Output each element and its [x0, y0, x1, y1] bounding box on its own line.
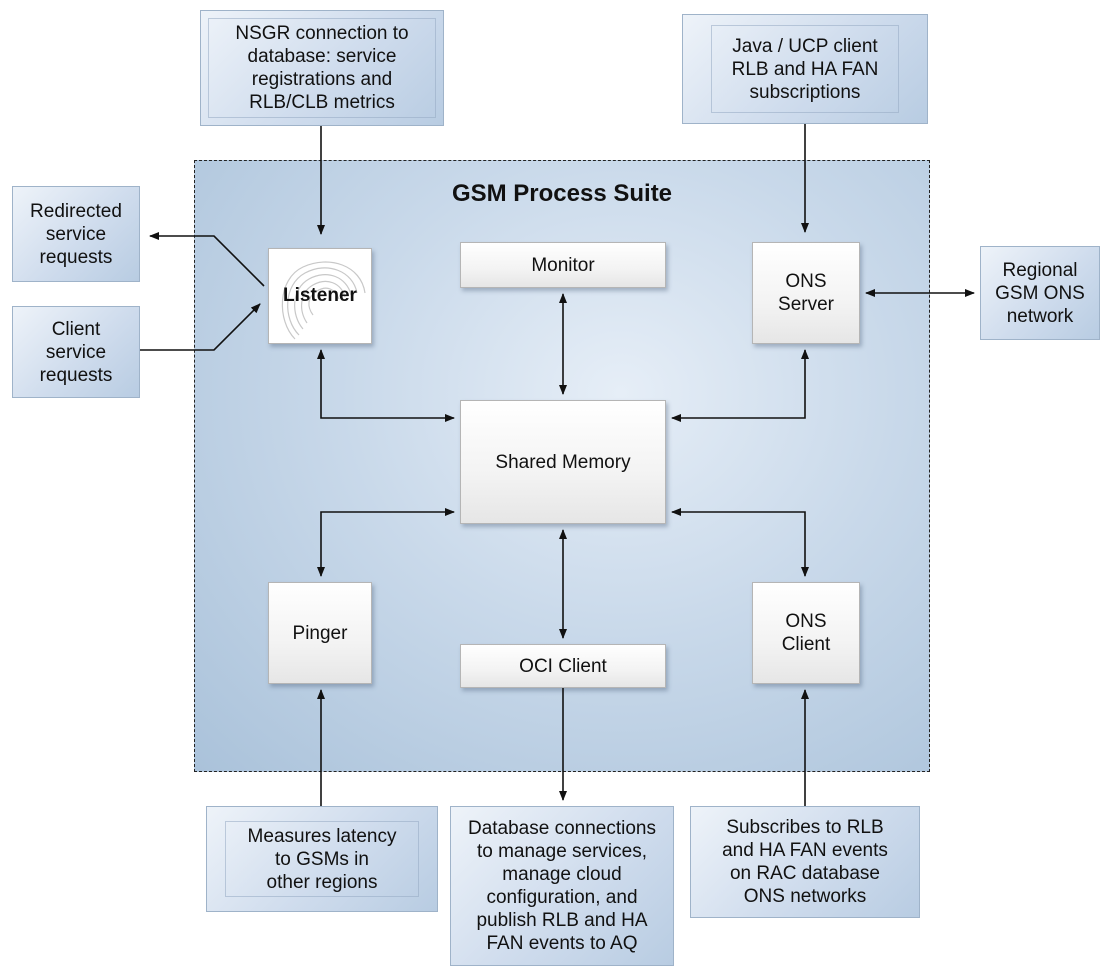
pinger-box: Pinger [268, 582, 372, 684]
listener-label: Listener [283, 285, 357, 306]
measures-latency-box: Measures latency to GSMs in other region… [206, 806, 438, 912]
subscribes-text: Subscribes to RLB and HA FAN events on R… [722, 817, 888, 907]
ons-server-label: ONS Server [778, 271, 834, 315]
database-connections-box: Database connections to manage services,… [450, 806, 674, 966]
java-ucp-client-box: Java / UCP client RLB and HA FAN subscri… [682, 14, 928, 124]
subscribes-box: Subscribes to RLB and HA FAN events on R… [690, 806, 920, 918]
measures-latency-text: Measures latency to GSMs in other region… [247, 825, 397, 893]
pinger-label: Pinger [292, 622, 348, 644]
oci-client-label: OCI Client [519, 655, 607, 677]
oci-client-box: OCI Client [460, 644, 666, 688]
suite-title: GSM Process Suite [451, 180, 673, 207]
shared-memory-box: Shared Memory [460, 400, 666, 524]
client-requests-text: Client service requests [39, 318, 113, 386]
java-ucp-client-text: Java / UCP client RLB and HA FAN subscri… [731, 35, 879, 103]
regional-ons-box: Regional GSM ONS network [980, 246, 1100, 340]
monitor-label: Monitor [531, 254, 595, 276]
shared-memory-label: Shared Memory [495, 451, 631, 473]
listener-box: Listener [268, 248, 372, 344]
database-connections-text: Database connections to manage services,… [467, 818, 656, 954]
redirected-requests-box: Redirected service requests [12, 186, 140, 282]
ons-client-box: ONS Client [752, 582, 860, 684]
regional-ons-text: Regional GSM ONS network [995, 259, 1085, 327]
monitor-box: Monitor [460, 242, 666, 288]
client-requests-box: Client service requests [12, 306, 140, 398]
nsgr-connection-text: NSGR connection to database: service reg… [235, 23, 409, 113]
ons-client-label: ONS Client [781, 611, 831, 655]
nsgr-connection-box: NSGR connection to database: service reg… [200, 10, 444, 126]
ons-server-box: ONS Server [752, 242, 860, 344]
redirected-requests-text: Redirected service requests [30, 200, 122, 268]
listener-ear-icon [281, 261, 366, 340]
